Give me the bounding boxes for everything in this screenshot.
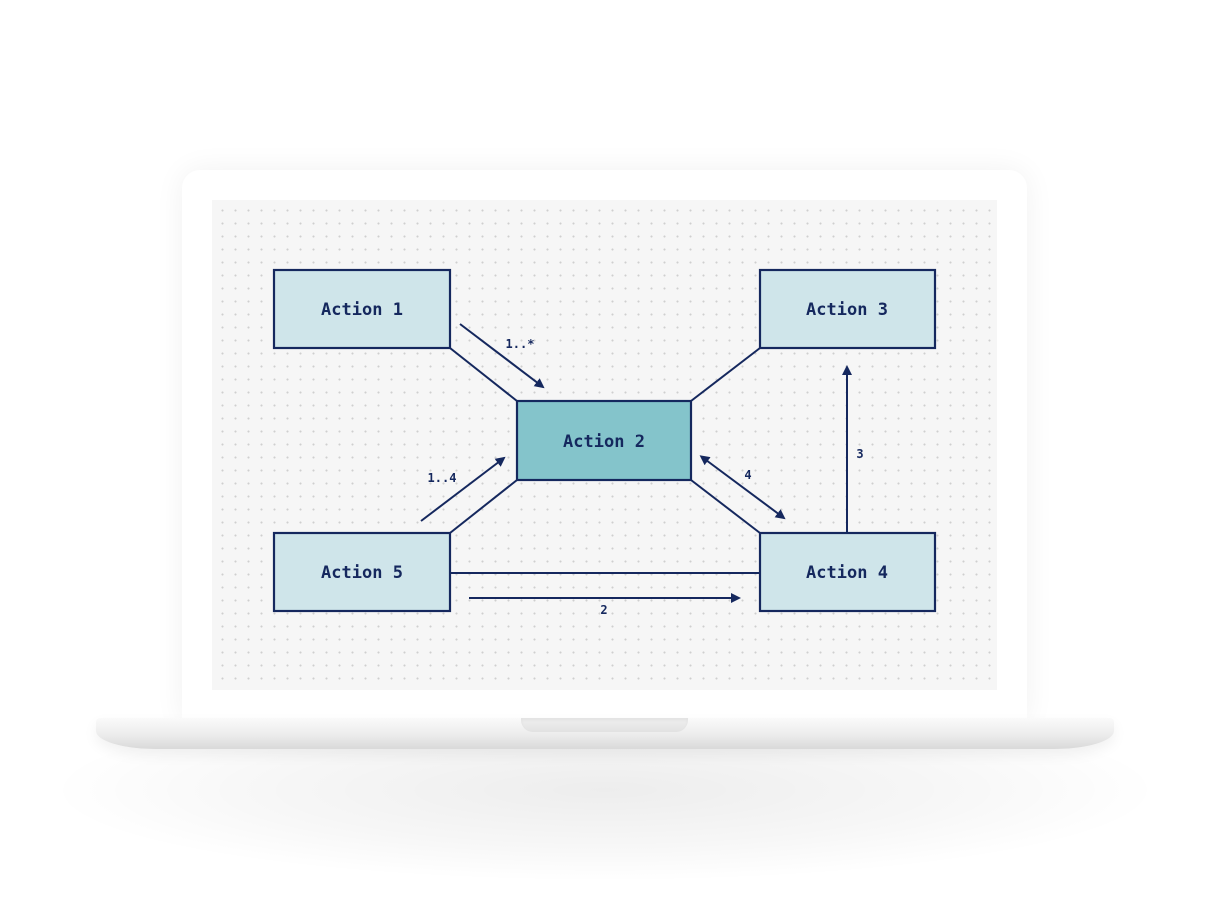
node-label: Action 1 — [321, 300, 403, 320]
laptop-notch — [521, 718, 688, 732]
connector-a5-a2 — [449, 479, 518, 534]
edge-label-a4-a3: 3 — [856, 447, 863, 461]
arrow-a5-a2 — [420, 456, 506, 522]
node-action-1: Action 1 — [272, 268, 452, 350]
node-action-5: Action 5 — [272, 531, 452, 613]
node-action-4: Action 4 — [758, 531, 937, 613]
node-action-3: Action 3 — [758, 268, 937, 350]
node-label: Action 3 — [806, 300, 888, 320]
edge-label-a5-a2: 1..4 — [428, 471, 457, 485]
edge-label-a5-a4: 2 — [600, 603, 607, 617]
node-label: Action 2 — [563, 432, 645, 452]
arrow-a2-a4 — [699, 455, 786, 520]
node-label: Action 4 — [806, 563, 888, 583]
arrow-a1-a2 — [459, 323, 545, 389]
edge-label-a1-a2: 1..* — [506, 337, 535, 351]
edge-label-a2-a4: 4 — [744, 468, 751, 482]
node-label: Action 5 — [321, 563, 403, 583]
connector-a4-a2 — [690, 479, 761, 534]
connector-a1-a2 — [449, 347, 518, 402]
node-action-2: Action 2 — [515, 399, 693, 482]
connector-a3-a2 — [690, 347, 761, 402]
